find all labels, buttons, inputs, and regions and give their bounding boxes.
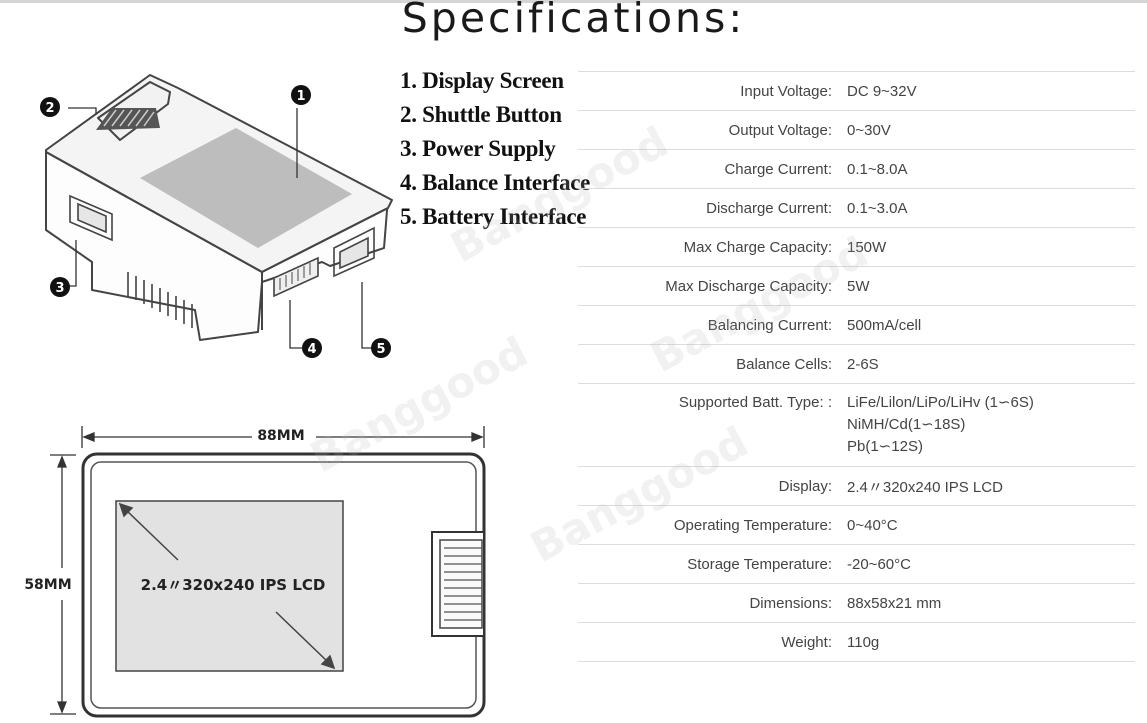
spec-value-line: LiFe/Lilon/LiPo/LiHv (1∽6S) <box>847 394 1034 411</box>
power-port <box>69 194 113 242</box>
front-side-connector <box>431 531 485 637</box>
callout-5 <box>371 338 391 358</box>
callout-2-label: 2 <box>45 101 54 116</box>
spec-label: Output Voltage: <box>728 121 832 139</box>
spec-row: Weight: 110g <box>578 622 1135 662</box>
screen-size-label: 2.4〃320x240 IPS LCD <box>141 576 326 594</box>
specifications-table: Input Voltage: DC 9~32V Output Voltage: 0~… <box>578 71 1135 662</box>
spec-value: 0.1~3.0A <box>847 199 908 217</box>
legend-item-balance-interface: 4. Balance Interface <box>400 170 591 195</box>
spec-value: 88x58x21 mm <box>847 594 942 612</box>
height-label: 58MM <box>24 577 71 593</box>
spec-row: Display: 2.4〃320x240 IPS LCD <box>578 466 1135 506</box>
spec-row: Dimensions: 88x58x21 mm <box>578 583 1135 623</box>
product-drawings: 1 2 3 4 5 88MM 58MM <box>0 0 570 723</box>
spec-label: Weight: <box>781 633 832 651</box>
spec-label: Dimensions: <box>749 594 832 612</box>
display-screen-area <box>140 128 352 248</box>
callout-2 <box>40 97 60 117</box>
spec-value-line: Pb(1∽12S) <box>847 438 923 455</box>
spec-value-line: NiMH/Cd(1∽18S) <box>847 416 966 433</box>
callout-5-label: 5 <box>376 342 385 357</box>
spec-row: Supported Batt. Type: : LiFe/Lilon/LiPo/… <box>578 383 1135 467</box>
spec-row: Storage Temperature: -20~60°C <box>578 544 1135 584</box>
component-legend: 1. Display Screen 2. Shuttle Button 3. P… <box>400 64 590 234</box>
spec-row: Input Voltage: DC 9~32V <box>578 71 1135 111</box>
callout-1-label: 1 <box>296 89 305 104</box>
front-screen <box>115 500 344 672</box>
callout-1 <box>291 85 311 105</box>
spec-value: 2-6S <box>847 355 879 373</box>
callout-4-label: 4 <box>307 342 316 357</box>
spec-value: 150W <box>847 238 887 256</box>
width-label: 88MM <box>257 428 304 444</box>
spec-row: Max Discharge Capacity: 5W <box>578 266 1135 306</box>
spec-value: 0.1~8.0A <box>847 160 908 178</box>
spec-label: Operating Temperature: <box>673 516 832 534</box>
spec-row: Charge Current: 0.1~8.0A <box>578 149 1135 189</box>
spec-label: Balancing Current: <box>707 316 832 334</box>
callout-3-label: 3 <box>55 281 64 296</box>
charger-illustration: 1 2 3 4 5 88MM 58MM <box>24 74 486 718</box>
spec-label: Discharge Current: <box>706 199 832 217</box>
spec-row: Operating Temperature: 0~40°C <box>578 505 1135 545</box>
page-title: Specifications: <box>401 0 746 42</box>
spec-label: Balance Cells: <box>736 355 832 373</box>
spec-label: Max Discharge Capacity: <box>665 277 832 295</box>
callout-3 <box>50 277 70 297</box>
screen-diagonal-arrows <box>118 502 336 670</box>
spec-value: LiFe/Lilon/LiPo/LiHv (1∽6S) NiMH/Cd(1∽18… <box>846 384 1135 467</box>
legend-item-power-supply: 3. Power Supply <box>400 136 556 161</box>
vent-slots <box>127 272 193 328</box>
height-dimension <box>50 454 76 715</box>
spec-label: Storage Temperature: <box>687 555 832 573</box>
spec-row: Balancing Current: 500mA/cell <box>578 305 1135 345</box>
spec-label: Max Charge Capacity: <box>683 238 832 256</box>
spec-value: 2.4〃320x240 IPS LCD <box>847 478 1003 496</box>
spec-label: Supported Batt. Type: : <box>678 394 832 411</box>
callout-4 <box>302 338 322 358</box>
legend-item-display-screen: 1. Display Screen <box>400 68 564 93</box>
spec-label: Input Voltage: <box>740 82 832 100</box>
spec-value: -20~60°C <box>847 555 911 573</box>
legend-item-shuttle-button: 2. Shuttle Button <box>400 102 562 127</box>
spec-value: 0~40°C <box>847 516 898 534</box>
spec-label: Display: <box>778 477 832 495</box>
spec-row: Output Voltage: 0~30V <box>578 110 1135 150</box>
battery-port <box>333 226 375 278</box>
spec-row: Max Charge Capacity: 150W <box>578 227 1135 267</box>
spec-value: 500mA/cell <box>847 316 922 334</box>
width-dimension <box>81 426 485 448</box>
top-divider <box>0 0 1147 3</box>
spec-value: DC 9~32V <box>847 82 917 100</box>
spec-label: Charge Current: <box>724 160 832 178</box>
shuttle-wheel <box>96 108 160 130</box>
balance-port <box>273 256 319 298</box>
spec-row: Balance Cells: 2-6S <box>578 344 1135 384</box>
spec-value: 110g <box>847 633 880 651</box>
spec-row: Discharge Current: 0.1~3.0A <box>578 188 1135 228</box>
spec-value: 0~30V <box>847 121 891 139</box>
spec-value: 5W <box>847 277 870 295</box>
legend-item-battery-interface: 5. Battery Interface <box>400 204 587 229</box>
